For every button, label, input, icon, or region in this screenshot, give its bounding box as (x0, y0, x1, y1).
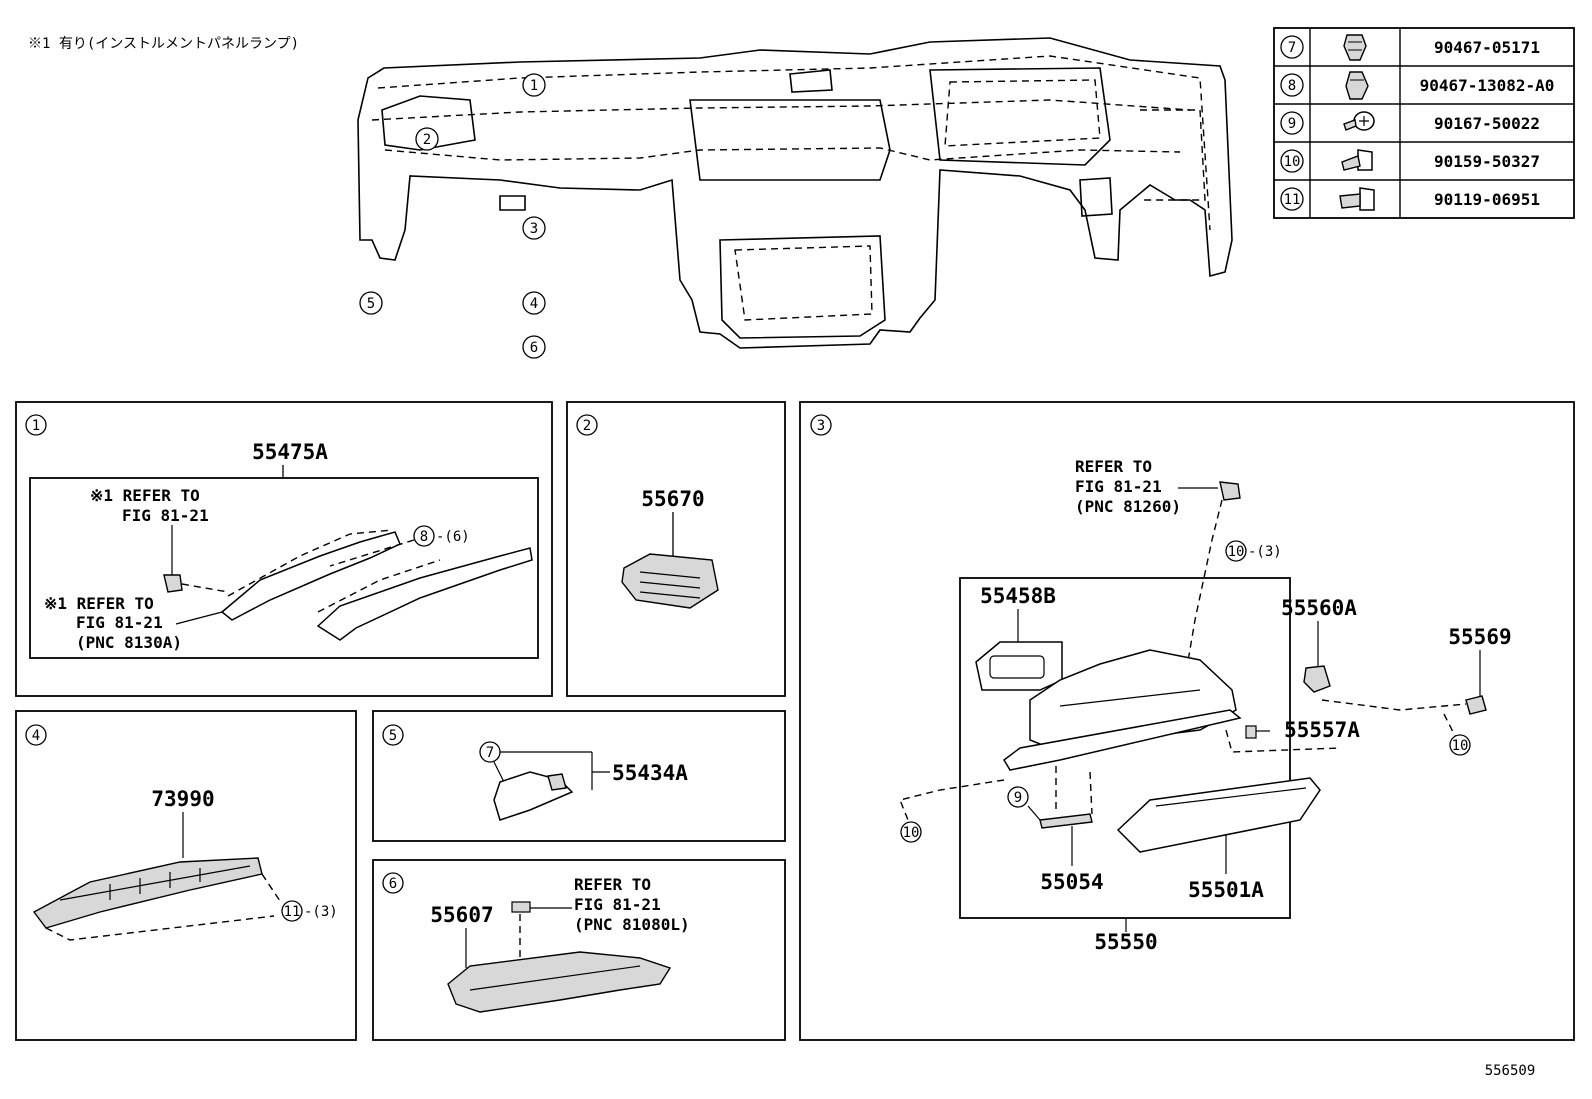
panel-1-ref-b-line1: ※1 REFER TO (44, 594, 154, 613)
part-55569: 55569 (1448, 625, 1511, 649)
side-trim (493, 771, 574, 821)
part-55557A: 55557A (1284, 718, 1360, 742)
panel-4-number: 4 (32, 728, 40, 744)
overview-callout-3: 3 (522, 216, 546, 240)
panel-6-refer-line3: (PNC 81080L) (574, 915, 690, 934)
overview-callout-1: 1 (522, 73, 546, 97)
legend-row-8: 8 90467-13082-A0 (1280, 71, 1555, 100)
glovebox-stopper (1465, 695, 1487, 715)
glovebox-hinge-pin (1039, 813, 1093, 829)
svg-text:3: 3 (530, 221, 538, 237)
panel-1-ref-a-line2: FIG 81-21 (122, 506, 209, 525)
panel-4-fastener: 11 (284, 904, 301, 920)
part-55670: 55670 (641, 487, 704, 511)
clip-icon (1343, 34, 1367, 61)
fastener-legend-table: 7 90467-05171 8 90467-13082-A0 9 (1273, 27, 1575, 219)
panel-3: 3 REFER TO FIG 81-21 (PNC 81260) 10 -(3)… (799, 401, 1575, 1041)
bulb-socket (163, 574, 183, 593)
overview-callout-5: 5 (359, 291, 383, 315)
glovebox-latch (1303, 665, 1331, 693)
svg-text:90119-06951: 90119-06951 (1434, 190, 1540, 209)
svg-text:7: 7 (1288, 40, 1296, 56)
panel-3-fastener-10-top-qty: -(3) (1248, 544, 1282, 560)
panel-5-fastener: 7 (486, 745, 494, 761)
screw-icon (1343, 111, 1375, 131)
svg-text:4: 4 (530, 296, 538, 312)
air-vent (621, 553, 719, 609)
part-55434A: 55434A (612, 761, 688, 785)
panel-1-fastener: 8 (420, 529, 428, 545)
panel-3-refer-line2: FIG 81-21 (1075, 477, 1162, 496)
svg-text:6: 6 (530, 340, 538, 356)
panel-1-number: 1 (32, 418, 40, 434)
screw-icon (1341, 149, 1373, 171)
part-55501A: 55501A (1188, 878, 1264, 902)
part-55607: 55607 (430, 903, 493, 927)
clip-icon (1345, 71, 1369, 100)
svg-text:2: 2 (423, 132, 431, 148)
panel-4: 4 73990 11 -(3) (15, 710, 357, 1041)
panel-5-number: 5 (389, 728, 397, 744)
svg-text:9: 9 (1288, 116, 1296, 132)
header-note: ※1 有り(インストルメントパネルランプ) (28, 36, 299, 52)
lower-cover (447, 951, 672, 1013)
panel-1-subassy-frame (29, 477, 539, 659)
panel-1-ref-b-line2: FIG 81-21 (76, 613, 163, 632)
panel-1: 1 55475A ※1 REFER TO FIG 81-21 8 -(6) ※1… (15, 401, 553, 697)
overview-callout-4: 4 (522, 291, 546, 315)
legend-row-9: 9 90167-50022 (1280, 111, 1540, 135)
bolt-icon (1339, 187, 1375, 211)
legend-row-11: 11 90119-06951 (1280, 187, 1540, 211)
glovebox-bin (1116, 777, 1321, 853)
panel-3-refer-line1: REFER TO (1075, 457, 1152, 476)
glovebox-door (1003, 649, 1242, 771)
svg-text:90159-50327: 90159-50327 (1434, 152, 1540, 171)
panel-3-number: 3 (817, 418, 825, 434)
part-55475A: 55475A (252, 440, 328, 464)
panel-1-ref-b-line3: (PNC 8130A) (76, 633, 182, 652)
figure-code: 556509 (1485, 1063, 1536, 1079)
panel-6: 6 REFER TO FIG 81-21 (PNC 81080L) 55607 (372, 859, 786, 1041)
part-73990: 73990 (151, 787, 214, 811)
panel-3-fastener-10-left: 10 (903, 825, 920, 841)
panel-6-refer-line1: REFER TO (574, 875, 651, 894)
svg-text:90467-13082-A0: 90467-13082-A0 (1420, 76, 1555, 95)
part-55458B: 55458B (980, 584, 1056, 608)
panel-3-fastener-10-right: 10 (1452, 738, 1469, 754)
glovebox-lid-panel (975, 641, 1063, 691)
dashboard-overview (357, 37, 1233, 349)
panel-4-fastener-qty: -(3) (304, 904, 338, 920)
panel-2-number: 2 (583, 418, 591, 434)
glovebox-damper (1245, 725, 1257, 739)
svg-text:90467-05171: 90467-05171 (1434, 38, 1540, 57)
overview-callout-6: 6 (522, 335, 546, 359)
panel-2: 2 55670 (566, 401, 786, 697)
svg-text:1: 1 (530, 78, 538, 94)
legend-row-7: 7 90467-05171 (1280, 34, 1540, 61)
part-55550: 55550 (1094, 930, 1157, 954)
panel-1-fastener-qty: -(6) (436, 529, 470, 545)
courtesy-lamp (511, 901, 531, 913)
part-55560A: 55560A (1281, 596, 1357, 620)
panel-3-fastener-10-top: 10 (1228, 544, 1245, 560)
panel-6-number: 6 (389, 876, 397, 892)
part-55054: 55054 (1040, 870, 1103, 894)
panel-3-refer-line3: (PNC 81260) (1075, 497, 1181, 516)
trim-panel-lower (316, 547, 533, 641)
overview-callout-2: 2 (415, 127, 439, 151)
knee-airbag (32, 857, 263, 929)
svg-text:11: 11 (1284, 192, 1301, 208)
legend-row-10: 10 90159-50327 (1280, 149, 1540, 173)
svg-text:5: 5 (367, 296, 375, 312)
panel-3-fastener-9: 9 (1014, 790, 1022, 806)
svg-text:8: 8 (1288, 78, 1296, 94)
panel-1-ref-a-line1: ※1 REFER TO (90, 486, 200, 505)
glovebox-lamp (1219, 481, 1241, 501)
svg-text:90167-50022: 90167-50022 (1434, 114, 1540, 133)
glovebox-subassy-frame (959, 577, 1291, 919)
svg-text:10: 10 (1284, 154, 1301, 170)
panel-6-refer-line2: FIG 81-21 (574, 895, 661, 914)
panel-5: 5 7 55434A (372, 710, 786, 842)
